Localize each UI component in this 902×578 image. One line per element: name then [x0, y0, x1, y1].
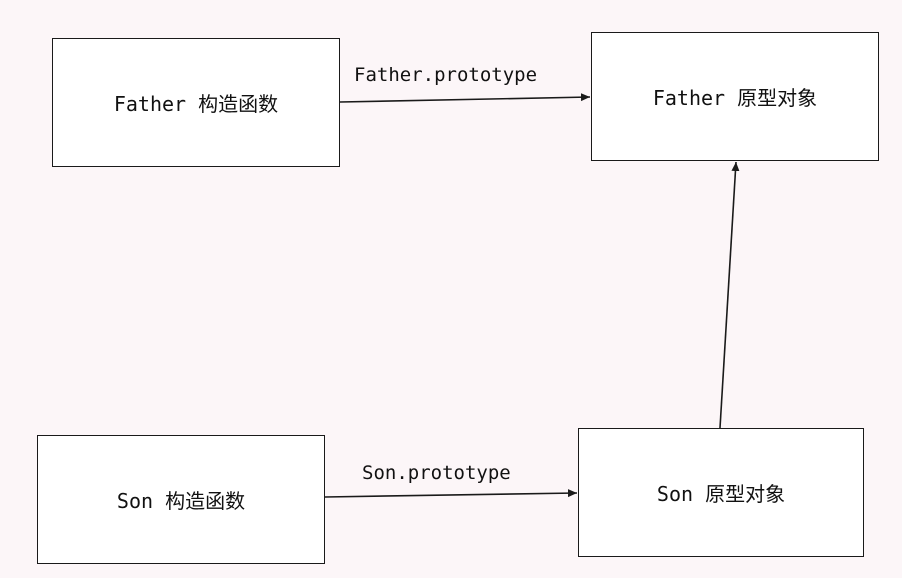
son-prototype-object-label: Son 原型对象	[656, 482, 786, 506]
son-constructor-label: Son 构造函数	[116, 489, 246, 513]
arrow-father-constructor-to-prototype	[339, 93, 591, 103]
son-constructor-box: Son 构造函数	[37, 435, 325, 564]
son-prototype-object-box: Son 原型对象	[578, 428, 864, 557]
father-prototype-object-box: Father 原型对象	[591, 32, 879, 161]
arrow-son-prototype-to-father-prototype	[719, 161, 740, 429]
father-constructor-label: Father 构造函数	[113, 92, 279, 116]
son-prototype-edge-label: Son.prototype	[362, 462, 511, 484]
father-prototype-edge-label: Father.prototype	[354, 64, 538, 86]
father-constructor-box: Father 构造函数	[52, 38, 340, 167]
arrow-son-constructor-to-prototype	[324, 489, 578, 498]
father-prototype-object-label: Father 原型对象	[652, 86, 818, 110]
